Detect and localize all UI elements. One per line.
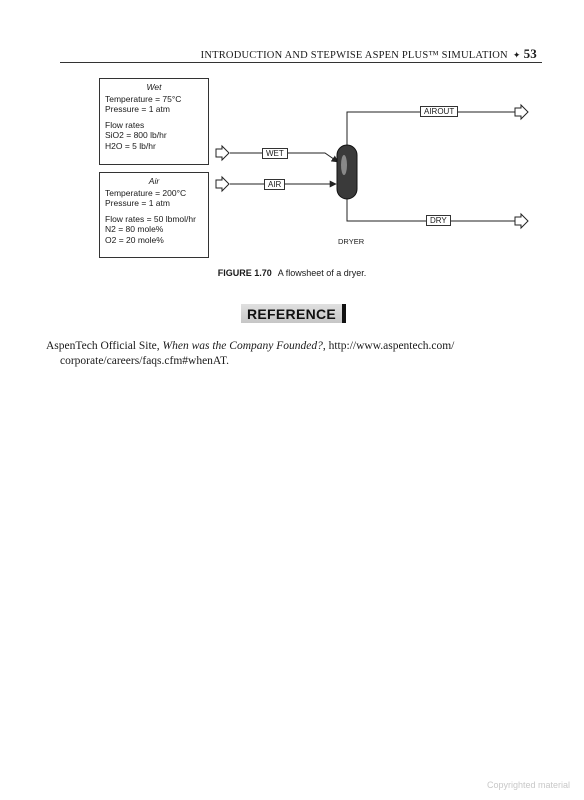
reference-heading: REFERENCE [241, 304, 347, 323]
wet-stream-connector [308, 152, 339, 163]
air-flow-label: Flow rates = 50 lbmol/hr [105, 213, 196, 224]
running-title: INTRODUCTION AND STEPWISE ASPEN PLUS™ SI… [200, 50, 508, 61]
dryer-vessel [336, 144, 358, 200]
stream-tag-air: AIR [264, 179, 286, 190]
wet-pressure: Pressure = 1 atm [105, 104, 170, 115]
wet-temperature: Temperature = 75°C [105, 93, 182, 104]
stream-tag-dry: DRY [426, 215, 451, 226]
airout-product-arrow-icon [514, 103, 529, 121]
airout-stream-line [346, 111, 515, 146]
figure-caption: FIGURE 1.70 A flowsheet of a dryer. [0, 268, 584, 278]
figure-number: FIGURE 1.70 [217, 268, 272, 278]
page-number: 53 [523, 46, 537, 61]
air-panel-title: Air [148, 176, 160, 186]
air-flow-n2: N2 = 80 mole% [105, 224, 164, 235]
air-temperature: Temperature = 200°C [105, 187, 187, 198]
air-feed-arrow-icon [215, 175, 230, 193]
wet-flow-h2o: H2O = 5 lb/hr [105, 140, 156, 151]
stream-tag-wet: WET [262, 148, 288, 159]
copyright-watermark: Copyrighted material [486, 780, 570, 790]
reference-url-line2: corporate/careers/faqs.cfm#whenAT. [60, 355, 230, 367]
dry-product-arrow-icon [514, 212, 529, 230]
reference-entry: AspenTech Official Site, When was the Co… [46, 339, 546, 369]
dryer-vessel-highlight [341, 155, 347, 175]
dry-stream-line [346, 198, 515, 222]
air-pressure: Pressure = 1 atm [105, 198, 170, 209]
wet-panel-title: Wet [146, 82, 162, 92]
reference-url-line1: , http://www.aspentech.com/ [322, 340, 455, 352]
wet-flow-label: Flow rates [105, 119, 145, 130]
dryer-label: DRYER [338, 237, 365, 246]
figure-caption-text: A flowsheet of a dryer. [277, 268, 367, 278]
header-rule [60, 62, 542, 63]
air-spec-panel: Air Temperature = 200°C Pressure = 1 atm… [99, 172, 209, 258]
running-header: INTRODUCTION AND STEPWISE ASPEN PLUS™ SI… [0, 46, 537, 62]
stream-tag-airout: AIROUT [420, 106, 459, 117]
flowsheet-diagram [215, 103, 529, 230]
air-flow-o2: O2 = 20 mole% [105, 234, 164, 245]
reference-source: AspenTech Official Site, [46, 340, 160, 352]
wet-feed-arrow-icon [215, 144, 230, 162]
wet-flow-sio2: SiO2 = 800 lb/hr [105, 130, 167, 141]
wet-spec-panel: Wet Temperature = 75°C Pressure = 1 atm … [99, 78, 209, 165]
header-separator-icon: ✦ [512, 50, 521, 60]
reference-title: When was the Company Founded? [162, 340, 323, 352]
